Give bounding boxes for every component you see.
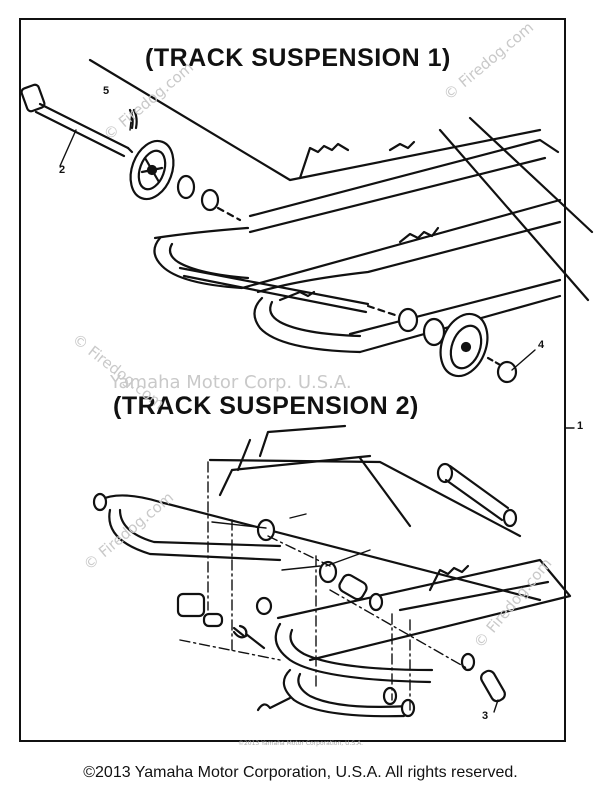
small-collar — [202, 612, 224, 628]
bushing-c — [318, 560, 338, 584]
nut-4 — [496, 360, 518, 384]
screw — [256, 696, 292, 712]
watermark-center: Yamaha Motor Corp. U.S.A. — [110, 372, 352, 393]
collar-d — [338, 573, 368, 601]
nut-right — [397, 307, 419, 333]
washer-h — [382, 686, 398, 706]
stopper-block — [176, 592, 206, 618]
bushing-a — [92, 492, 108, 512]
washer-i — [400, 698, 416, 718]
nut-left — [200, 188, 220, 212]
callout-4: 4 — [538, 339, 545, 351]
callout-2: 2 — [59, 164, 66, 176]
axle-shaft — [20, 83, 134, 158]
washer-e — [368, 592, 384, 612]
callout-5: 5 — [103, 85, 110, 97]
bushing-right — [422, 317, 446, 347]
bushing-left — [176, 174, 196, 200]
callout-3: 3 — [482, 710, 489, 722]
bolt — [232, 624, 266, 650]
suspension-wheel-right — [439, 312, 489, 378]
bushing-b — [256, 518, 276, 542]
slide-rail-upper — [88, 58, 594, 302]
title-track-suspension-2: (TRACK SUSPENSION 2) — [113, 392, 419, 420]
copyright-footer: ©2013 Yamaha Motor Corporation, U.S.A. A… — [83, 764, 518, 781]
washer-f — [255, 596, 273, 616]
washer-g — [460, 652, 476, 672]
callout-1: 1 — [577, 420, 584, 432]
suspension-wheel-left — [129, 139, 175, 201]
cotter-pin — [128, 108, 138, 130]
cross-shaft-2 — [436, 462, 518, 528]
fine-print: ©2013 Yamaha Motor Corporation, U.S.A. — [237, 740, 364, 747]
title-track-suspension-1: (TRACK SUSPENSION 1) — [145, 44, 451, 72]
pin-3 — [480, 669, 506, 703]
